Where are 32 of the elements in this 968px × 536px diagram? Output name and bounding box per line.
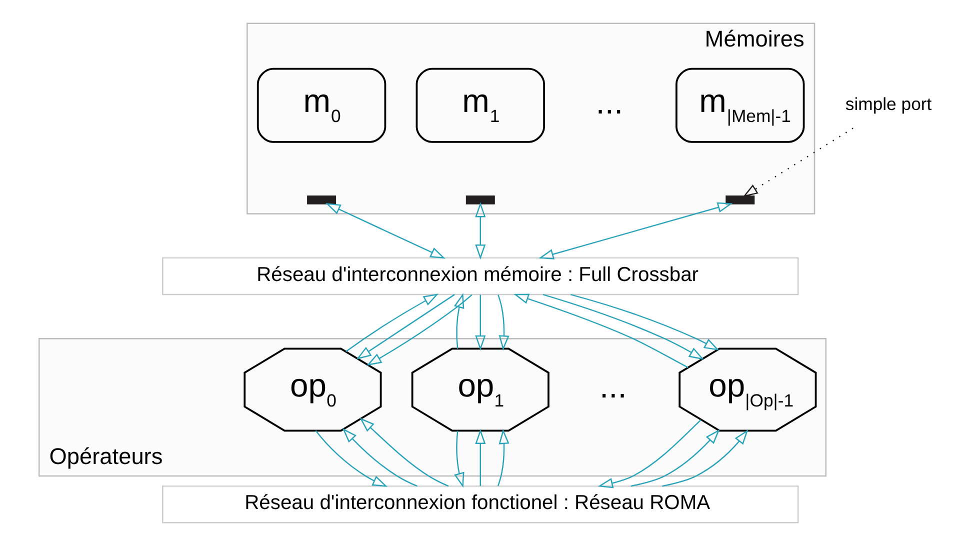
arrow: [662, 429, 748, 487]
arrow: [570, 294, 719, 351]
arrow: [630, 429, 720, 487]
node-text: simple port: [844, 94, 932, 114]
arrow: [453, 292, 464, 349]
label: ...: [599, 368, 626, 405]
arrow: [342, 428, 417, 487]
arrow: [474, 294, 486, 351]
node-box: Réseau d'interconnexion fonctionel : Réseau ROMA: [162, 485, 798, 524]
arrow: [542, 294, 704, 360]
node-box: Réseau d'interconnexion mémoire : Full Crossbar: [162, 257, 798, 296]
node-box: m$_{1}$: [415, 68, 545, 143]
arrow: [538, 202, 732, 260]
arrow: [497, 294, 509, 351]
arrow: [314, 430, 388, 487]
arrow: [356, 294, 454, 360]
arrow: [324, 203, 445, 259]
node-bar: [465, 196, 494, 204]
node-box: m$_{0}$: [256, 68, 386, 143]
node-bar: [306, 196, 336, 204]
arrow: [597, 419, 701, 488]
arrow: [359, 418, 448, 487]
node-box: m$_{|Mem|-1}$: [675, 68, 804, 143]
arrow: [742, 128, 853, 197]
arrow: [474, 428, 486, 486]
label: ...: [595, 83, 623, 120]
arrow: [454, 430, 464, 488]
arrow: [496, 428, 509, 486]
arrow: [366, 294, 472, 366]
arrow: [474, 202, 486, 260]
arrow: [513, 294, 688, 368]
node-bar: [725, 196, 754, 204]
